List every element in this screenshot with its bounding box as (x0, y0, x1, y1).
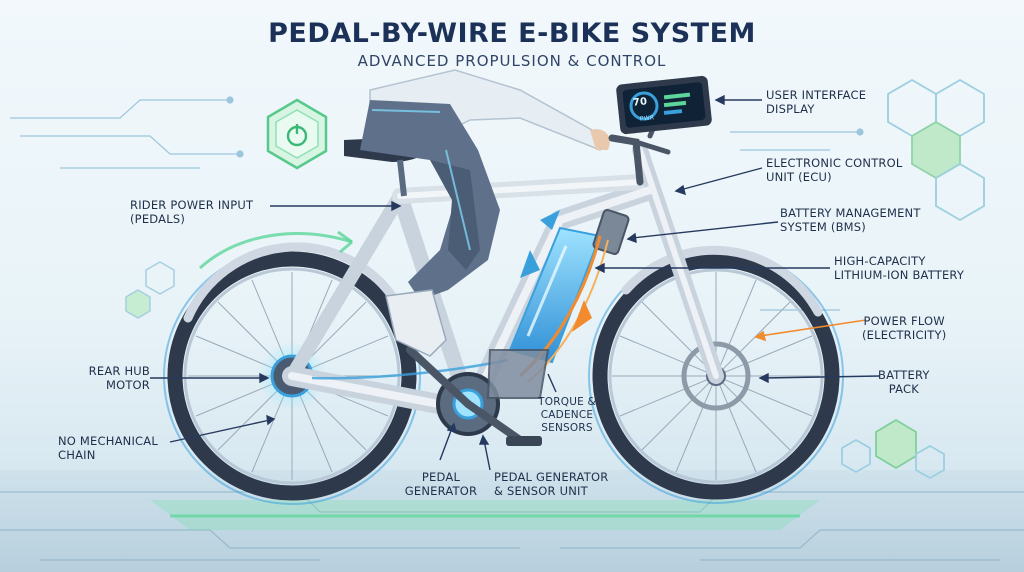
shoe (385, 289, 447, 357)
label-torque-cadence-sensors: TORQUE & CADENCE SENSORS (538, 396, 596, 434)
page-title: PEDAL-BY-WIRE E-BIKE SYSTEM (268, 18, 756, 49)
power-icon (266, 98, 328, 170)
sensor-unit (486, 349, 550, 399)
label-battery-high-capacity: HIGH-CAPACITY LITHIUM-ION BATTERY (834, 254, 965, 282)
display-mode: PWR (639, 114, 655, 123)
bg-circuit-left (10, 96, 244, 169)
arrow-icon (520, 250, 540, 278)
front-fender (621, 245, 823, 317)
bike-frame (282, 142, 724, 420)
page-subtitle: ADVANCED PROPULSION & CONTROL (357, 52, 667, 70)
brake-disc (681, 341, 751, 411)
display-speed: 70 (632, 96, 648, 109)
label-battery-pack: BATTERY PACK (878, 368, 930, 396)
label-pedal-generator-sensor-unit: PEDAL GENERATOR & SENSOR UNIT (494, 470, 609, 498)
label-rider-power-input: RIDER POWER INPUT (PEDALS) (130, 198, 254, 226)
bg-circuit-right (730, 128, 864, 311)
label-rear-hub-motor: REAR HUB MOTOR (88, 364, 150, 392)
floor (0, 470, 1024, 572)
arrow-icon (198, 232, 353, 270)
display-unit (616, 75, 712, 135)
label-user-interface-display: USER INTERFACE DISPLAY (766, 88, 867, 116)
rear-fender (183, 242, 397, 323)
rider (360, 69, 612, 357)
label-pedal-generator: PEDAL GENERATOR (404, 470, 478, 498)
power-flow-leader (754, 319, 867, 342)
arrow-icon (540, 210, 560, 230)
pedal-generator (406, 346, 542, 446)
label-ecu: ELECTRONIC CONTROL UNIT (ECU) (766, 156, 903, 184)
label-no-mechanical-chain: NO MECHANICAL CHAIN (58, 434, 158, 462)
label-power-flow: POWER FLOW (ELECTRICITY) (862, 314, 947, 342)
label-bms: BATTERY MANAGEMENT SYSTEM (BMS) (780, 206, 921, 234)
arrow-icon (572, 300, 592, 332)
leader-lines (150, 94, 881, 471)
hexagon-icon (125, 261, 175, 319)
hexagon-icon (841, 78, 985, 480)
